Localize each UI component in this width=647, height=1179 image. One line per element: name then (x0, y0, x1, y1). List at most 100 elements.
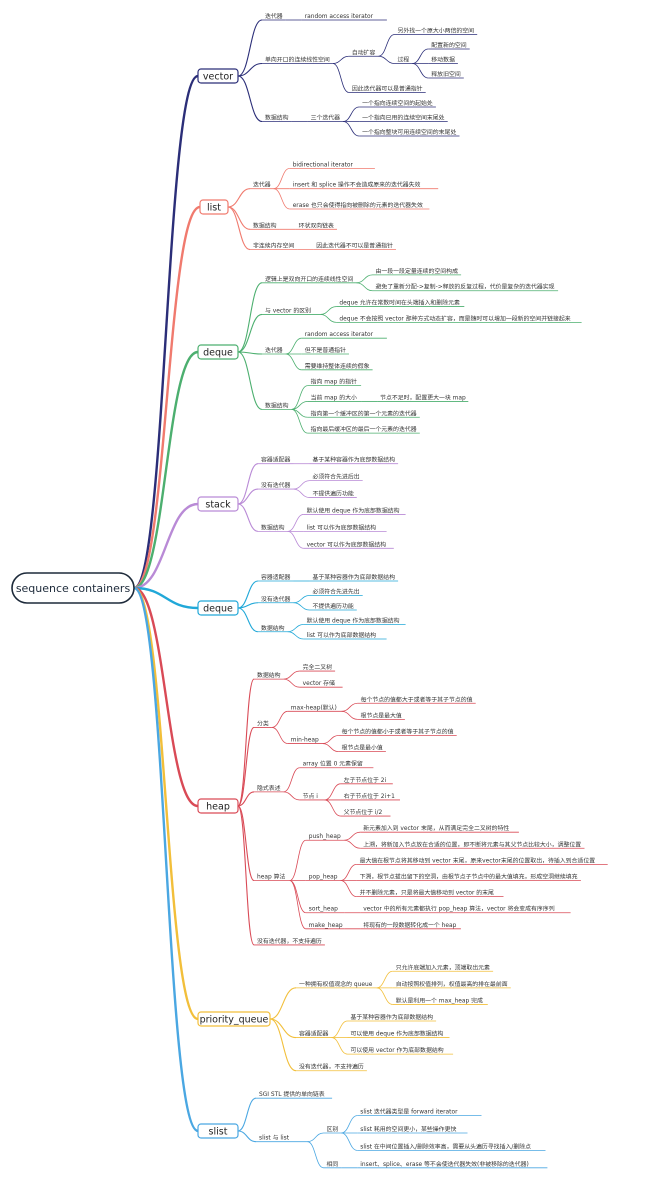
topic-node[interactable]: 数据结构 (265, 401, 289, 409)
subtopic-node[interactable]: vector 可以作为底部数据结构 (307, 540, 387, 548)
topic-node[interactable]: 非连续内存空间 (253, 242, 294, 250)
subtopic-node[interactable]: 自动扩容 (352, 48, 376, 56)
subtopic-node[interactable]: deque 允许在常数时间在头端插入和删除元素 (339, 299, 460, 307)
subtopic-node[interactable]: list 可以作为底部数据结构 (307, 631, 377, 639)
topic-node[interactable]: 没有迭代器，不支持遍历 (299, 1063, 364, 1071)
subtopic-node[interactable]: 一个指向整块可用连续空间的末尾处 (362, 128, 456, 136)
subtopic-node[interactable]: 完全二叉树 (303, 663, 333, 671)
subtopic-node[interactable]: 一个指向连续空间的起始处 (362, 99, 433, 107)
subtopic-node[interactable]: 因此迭代器不可以是普通指针 (316, 242, 393, 250)
subtopic-node[interactable]: slist 在中间位置插入/删除效率高，需要从头遍历寻找插入/删除点 (360, 1142, 531, 1150)
subtopic-node[interactable]: random access iterator (305, 332, 374, 338)
branch-heap[interactable]: heap (197, 798, 239, 814)
root-node[interactable]: sequence containers (11, 572, 135, 604)
subtopic-node[interactable]: 过程 (398, 56, 410, 64)
topic-node[interactable]: 数据结构 (253, 221, 277, 229)
subtopic-node[interactable]: 但不是普通指针 (305, 346, 346, 354)
subtopic-node[interactable]: 节点 i (303, 792, 319, 800)
subtopic-node[interactable]: insert 和 splice 操作不会造成原来的迭代器失效 (293, 181, 421, 189)
topic-node[interactable]: 容器适配器 (261, 573, 291, 581)
subtopic-node[interactable]: 自动按照权值排列，权值最高的排在最前面 (396, 980, 508, 988)
subtopic-node[interactable]: 基于某种容器作为底部数据结构 (313, 456, 396, 464)
subtopic-node[interactable]: 基于某种容器作为底部数据结构 (313, 573, 396, 581)
branch-deque1[interactable]: deque (197, 344, 239, 360)
topic-node[interactable]: 数据结构 (265, 114, 289, 122)
subtopic-node[interactable]: 一个指向已用的连续空间末尾处 (362, 114, 445, 122)
topic-node[interactable]: 分类 (257, 719, 269, 727)
topic-node[interactable]: 没有迭代器 (261, 481, 291, 489)
subtopic-node[interactable]: 由一段一段定量连续的空间构成 (376, 267, 459, 275)
subtopic-node[interactable]: slist 迭代器类型是 forward iterator (360, 1108, 458, 1116)
branch-vector[interactable]: vector (197, 68, 239, 84)
topic-node[interactable]: SGI STL 提供的单向链表 (259, 1090, 325, 1098)
topic-node[interactable]: 数据结构 (261, 523, 285, 531)
topic-node[interactable]: 数据结构 (261, 624, 285, 632)
subtopic-node[interactable]: 相同 (327, 1160, 339, 1168)
subtopic-node[interactable]: 节点不足时，配置更大一块 map (380, 393, 466, 401)
topic-node[interactable]: 单向开口的连续线性空间 (265, 56, 330, 64)
subtopic-node[interactable]: 最大值在根节点将其移动到 vector 末尾，原来vector末尾的位置取出，待… (360, 856, 596, 864)
topic-node[interactable]: 迭代器 (265, 12, 283, 20)
subtopic-node[interactable]: 指向最后缓冲区的最后一个元素的迭代器 (311, 425, 417, 433)
subtopic-node[interactable]: 并不删除元素，只是将最大值移动到 vector 的末尾 (360, 889, 494, 897)
subtopic-node[interactable]: 另外找一个原大小两倍的空间 (398, 27, 475, 35)
branch-deque2[interactable]: deque (197, 600, 239, 616)
subtopic-node[interactable]: 根节点是最小值 (342, 744, 383, 752)
subtopic-node[interactable]: 三个迭代器 (311, 114, 341, 122)
subtopic-node[interactable]: 当前 map 的大小 (311, 393, 357, 401)
subtopic-node[interactable]: 移动数据 (431, 56, 455, 64)
subtopic-node[interactable]: pop_heap (309, 875, 338, 881)
subtopic-node[interactable]: vector 存储 (303, 679, 335, 687)
subtopic-node[interactable]: 指向 map 的指针 (311, 378, 357, 386)
subtopic-node[interactable]: 必须符合先进先出 (313, 588, 360, 596)
subtopic-node[interactable]: list 可以作为底部数据结构 (307, 523, 377, 531)
subtopic-node[interactable]: 基于某种容器作为底部数据结构 (351, 1013, 434, 1021)
subtopic-node[interactable]: 不提供遍历功能 (313, 602, 354, 610)
topic-node[interactable]: 隐式表述 (257, 784, 281, 792)
subtopic-node[interactable]: deque 不会按照 vector 那种方式动态扩容，而是随时可以增加一段新的空… (339, 314, 570, 322)
topic-node[interactable]: 容器适配器 (299, 1030, 329, 1038)
subtopic-node[interactable]: 根节点是最大值 (361, 711, 402, 719)
subtopic-node[interactable]: min-heap (291, 738, 319, 744)
subtopic-node[interactable]: push_heap (309, 834, 341, 840)
subtopic-node[interactable]: random access iterator (305, 14, 374, 20)
subtopic-node[interactable]: 下溯，根节点拔出留下的空洞，由根节点子节点中的最大值填充，形成空洞继续填充 (360, 873, 578, 881)
subtopic-node[interactable]: 区别 (327, 1125, 339, 1133)
subtopic-node[interactable]: 因此迭代器可以是普通指针 (352, 85, 423, 93)
subtopic-node[interactable]: 避免了重新分配->复制->释放的反复过程，代价是复杂的迭代器实现 (376, 283, 555, 291)
subtopic-node[interactable]: 每个节点的值都大于或者等于其子节点的值 (361, 695, 473, 703)
subtopic-node[interactable]: 可以使用 deque 作为底部数据结构 (351, 1030, 444, 1038)
subtopic-node[interactable]: 指向第一个缓冲区的第一个元素的迭代器 (311, 409, 417, 417)
topic-node[interactable]: 没有迭代器 (261, 595, 291, 603)
topic-node[interactable]: 逻辑上是双向开口的连续线性空间 (265, 275, 353, 283)
topic-node[interactable]: 与 vector 的区别 (265, 306, 311, 314)
subtopic-node[interactable]: 配置新的空间 (431, 41, 466, 49)
subtopic-node[interactable]: make_heap (309, 923, 343, 929)
subtopic-node[interactable]: max-heap(默认) (291, 703, 337, 711)
subtopic-node[interactable]: sort_heap (309, 907, 338, 913)
subtopic-node[interactable]: 每个节点的值都小于或者等于其子节点的值 (342, 728, 454, 736)
subtopic-node[interactable]: 环状双向链表 (299, 221, 334, 229)
subtopic-node[interactable]: 默认是利用一个 max_heap 完成 (396, 996, 483, 1004)
subtopic-node[interactable]: 必须符合先进后出 (313, 473, 360, 481)
subtopic-node[interactable]: 需要维持整体连续的假象 (305, 362, 370, 370)
subtopic-node[interactable]: 将现有的一段数据转化成一个 heap (363, 921, 456, 929)
subtopic-node[interactable]: erase 也只会使得指向被删除的元素的迭代器失效 (293, 201, 423, 209)
topic-node[interactable]: 没有迭代器，不支持遍历 (257, 937, 322, 945)
topic-node[interactable]: slist 与 list (259, 1134, 290, 1142)
subtopic-node[interactable]: insert、splice、erase 等不会使迭代器失效(非被移除的迭代器) (360, 1160, 528, 1168)
branch-priority-queue[interactable]: priority_queue (197, 1011, 271, 1027)
topic-node[interactable]: 迭代器 (253, 181, 271, 189)
subtopic-node[interactable]: slist 耗用的空间更小，某些操作更快 (360, 1125, 456, 1133)
topic-node[interactable]: 数据结构 (257, 671, 281, 679)
subtopic-node[interactable]: array 位置 0 元素保留 (303, 760, 363, 768)
subtopic-node[interactable]: 可以使用 vector 作为底部数据结构 (351, 1046, 444, 1054)
topic-node[interactable]: 容器适配器 (261, 456, 291, 464)
subtopic-node[interactable]: vector 中的所有元素都执行 pop_heap 算法，vector 将会变成… (363, 905, 555, 913)
topic-node[interactable]: heap 算法 (257, 873, 285, 881)
subtopic-node[interactable]: 不提供遍历功能 (313, 490, 354, 498)
branch-slist[interactable]: slist (197, 1123, 239, 1139)
subtopic-node[interactable]: 默认使用 deque 作为底部数据结构 (307, 617, 400, 625)
branch-stack[interactable]: stack (197, 496, 239, 512)
subtopic-node[interactable]: 右子节点位于 2i+1 (344, 792, 396, 800)
